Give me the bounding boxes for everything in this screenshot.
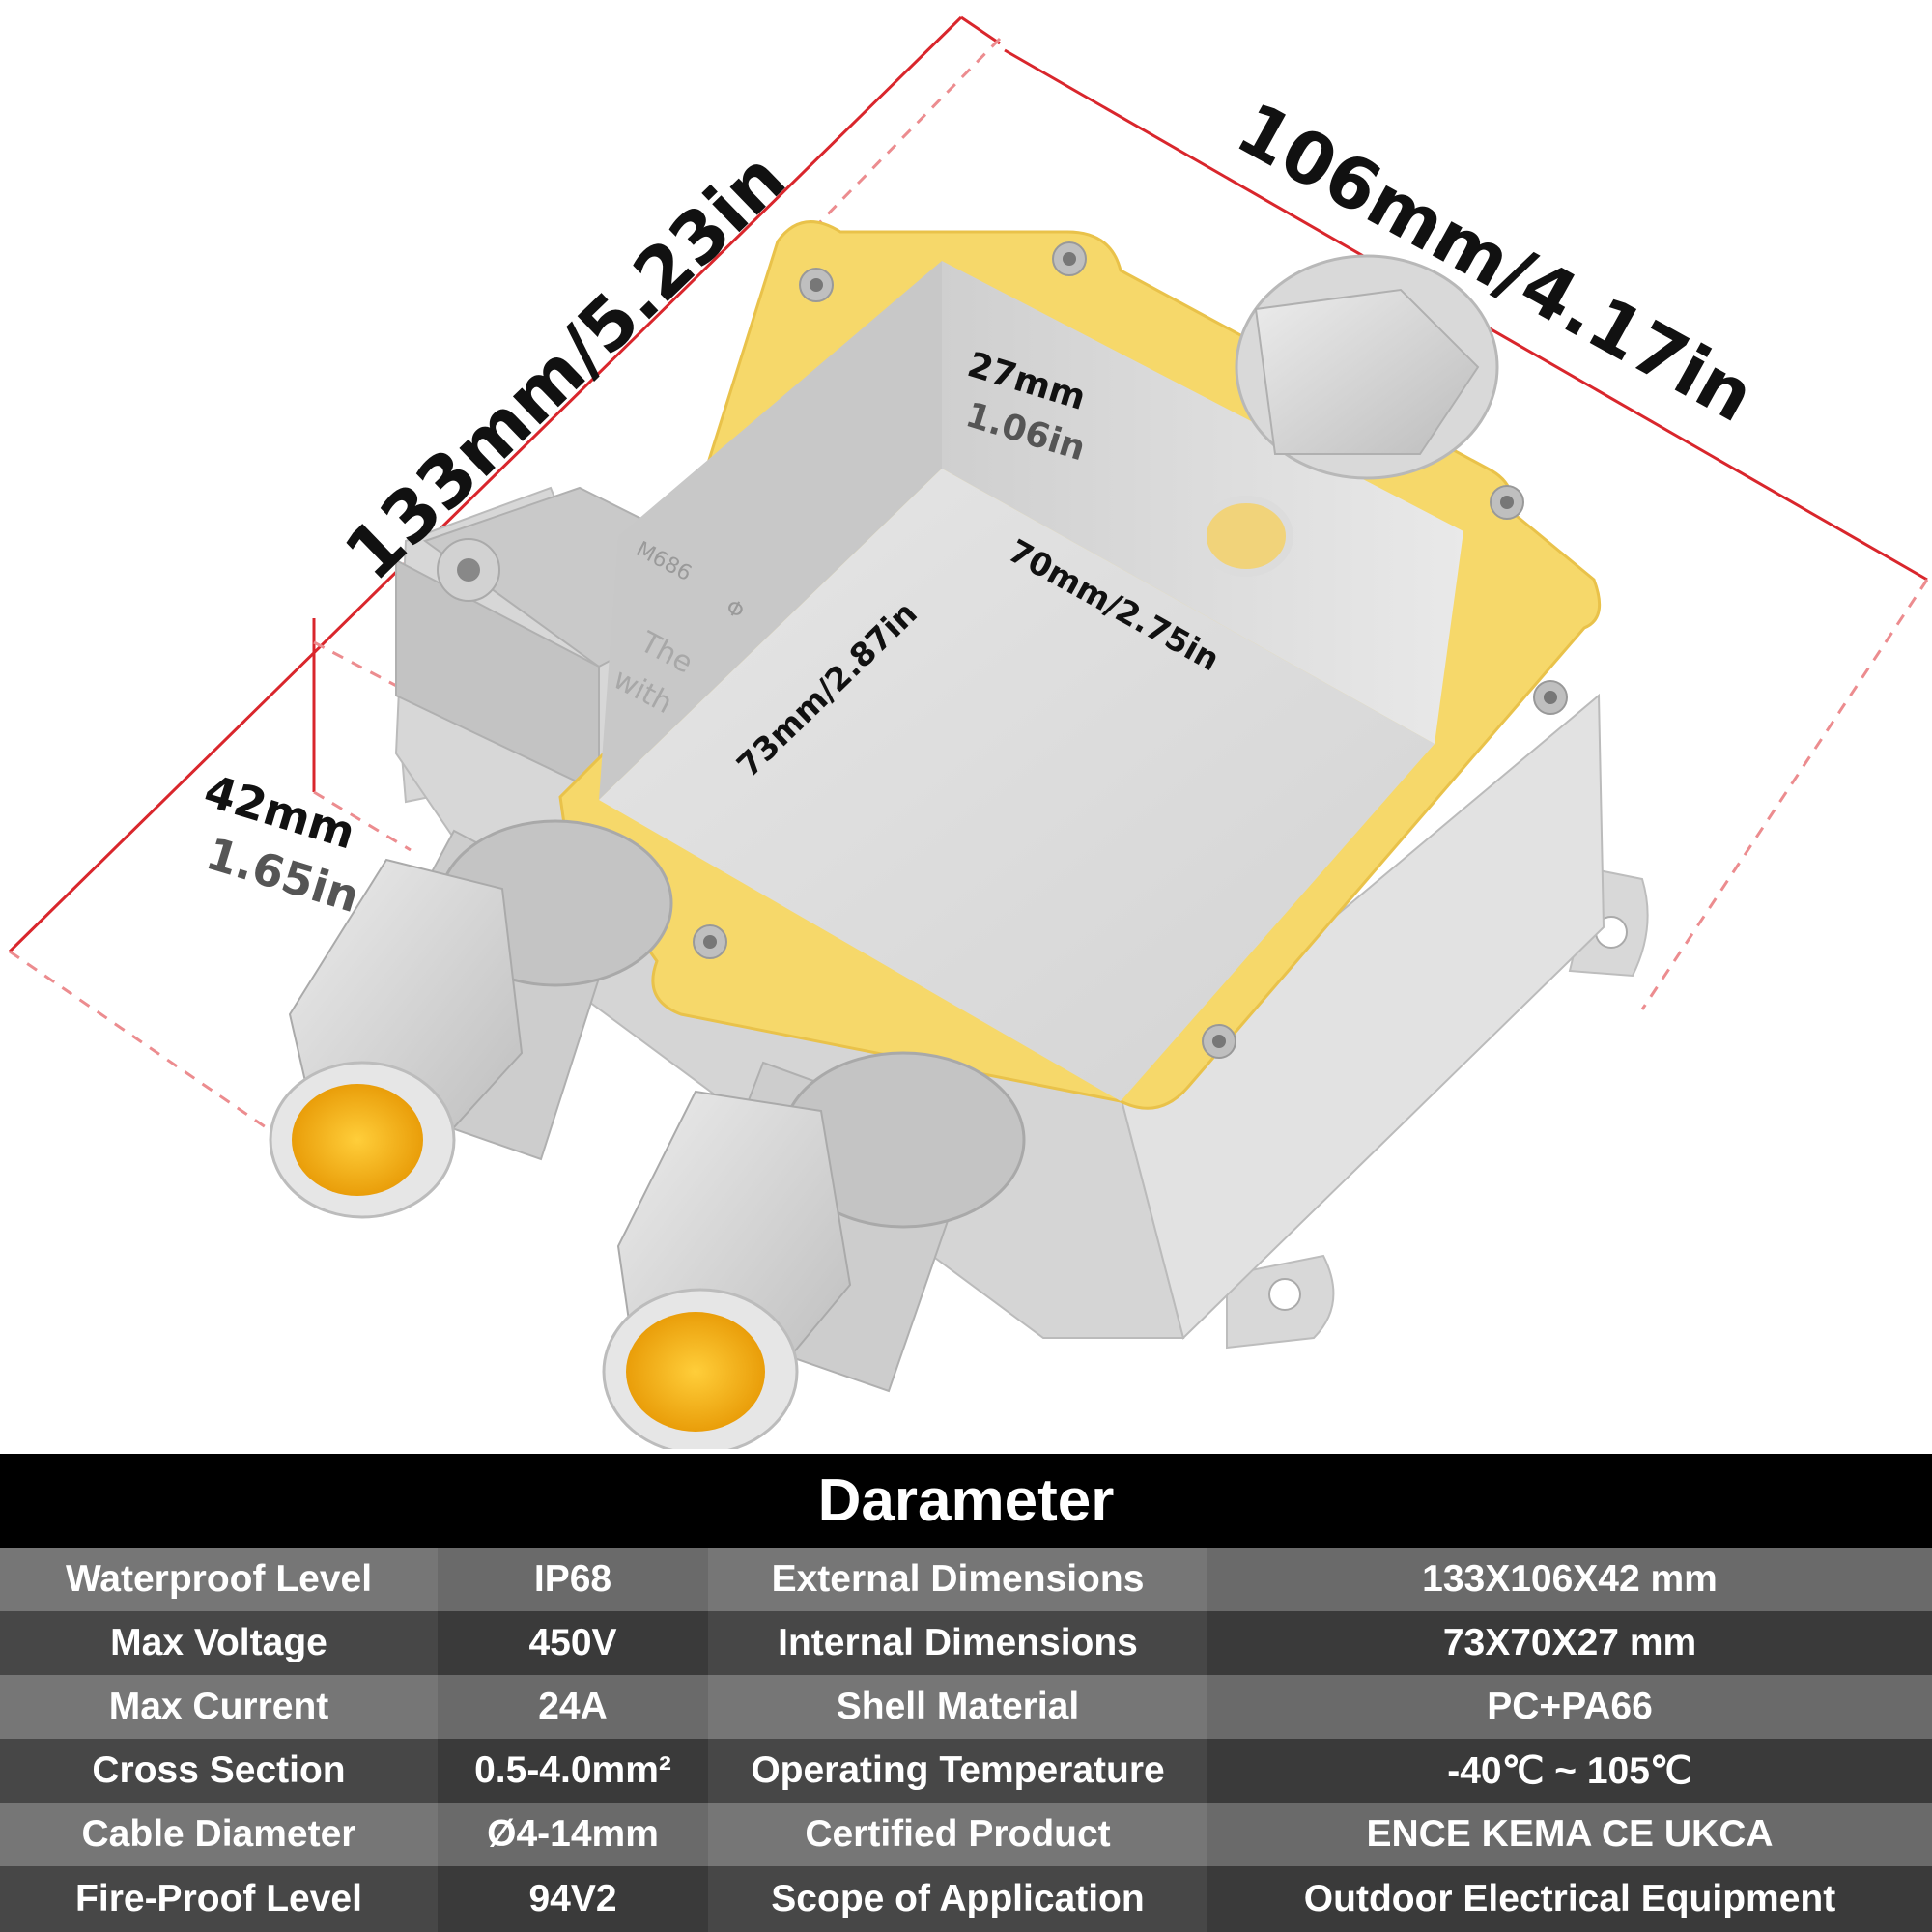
param-value: Ø4-14mm [438,1803,708,1866]
param-value: 94V2 [438,1866,708,1932]
parameter-panel: Darameter Waterproof Level IP68 External… [0,1454,1932,1932]
table-row: Max Voltage 450V Internal Dimensions 73X… [0,1611,1932,1675]
param-label: Max Current [0,1675,438,1739]
param-value: 73X70X27 mm [1208,1611,1932,1675]
table-row: Cross Section 0.5-4.0mm² Operating Tempe… [0,1739,1932,1803]
param-value: 24A [438,1675,708,1739]
param-value: 133X106X42 mm [1208,1548,1932,1611]
param-label: Max Voltage [0,1611,438,1675]
parameter-table: Waterproof Level IP68 External Dimension… [0,1548,1932,1932]
param-value: 450V [438,1611,708,1675]
housing [394,220,1649,1350]
param-label: External Dimensions [708,1548,1208,1611]
param-label: Cross Section [0,1739,438,1803]
table-row: Cable Diameter Ø4-14mm Certified Product… [0,1803,1932,1866]
junction-box-illustration [8,15,1929,1449]
param-value: -40℃ ~ 105℃ [1208,1739,1932,1803]
param-value: PC+PA66 [1208,1675,1932,1739]
parameter-title: Darameter [817,1467,1115,1534]
cable-gland-left [269,819,673,1219]
param-value: Outdoor Electrical Equipment [1208,1866,1932,1932]
param-label: Fire-Proof Level [0,1866,438,1932]
param-value: 0.5-4.0mm² [438,1739,708,1803]
param-label: Scope of Application [708,1866,1208,1932]
table-row: Waterproof Level IP68 External Dimension… [0,1548,1932,1611]
param-value: IP68 [438,1548,708,1611]
cable-gland-front [602,1051,1026,1449]
param-label: Operating Temperature [708,1739,1208,1803]
cable-gland-back [1235,254,1499,480]
param-label: Certified Product [708,1803,1208,1866]
param-label: Cable Diameter [0,1803,438,1866]
param-value: ENCE KEMA CE UKCA [1208,1803,1932,1866]
table-row: Fire-Proof Level 94V2 Scope of Applicati… [0,1866,1932,1932]
param-label: Waterproof Level [0,1548,438,1611]
param-label: Shell Material [708,1675,1208,1739]
table-row: Max Current 24A Shell Material PC+PA66 [0,1675,1932,1739]
param-label: Internal Dimensions [708,1611,1208,1675]
